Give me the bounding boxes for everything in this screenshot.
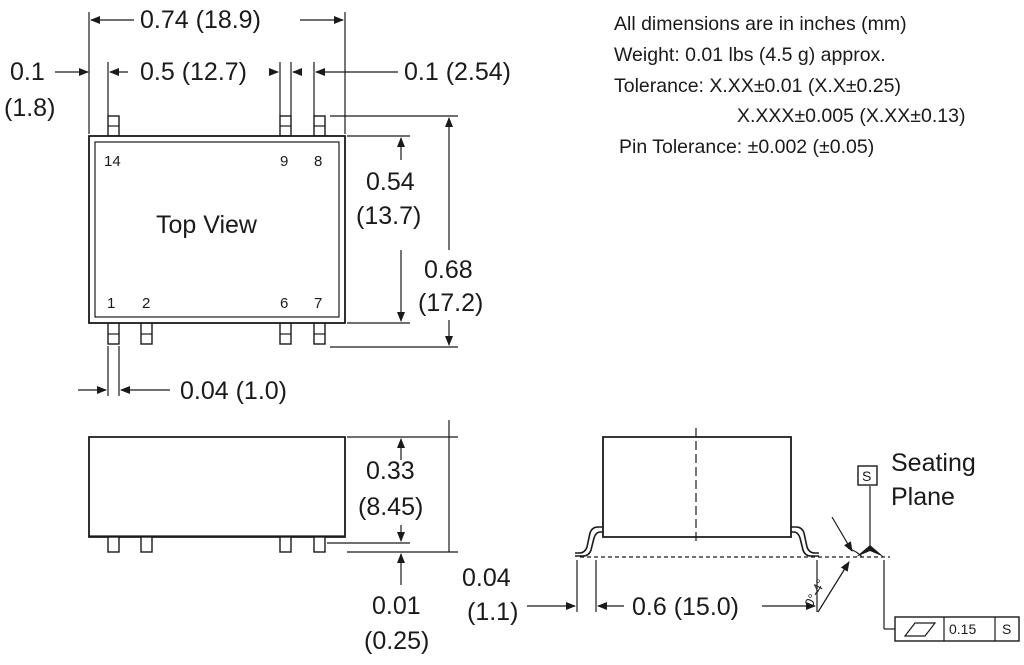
end-view: 0.04 (1.1) 0.6 (15.0) S Seating Plane 0°… bbox=[462, 428, 1020, 642]
pin-label-8: 8 bbox=[314, 153, 322, 170]
dim-package-height: 0.33 bbox=[366, 457, 415, 485]
seating-plane-marker bbox=[856, 545, 884, 557]
dim-standoff: 0.01 bbox=[372, 592, 421, 620]
pin-2-lead bbox=[140, 321, 153, 345]
dim-body-height: 0.54 bbox=[366, 168, 415, 196]
fcf-datum: S bbox=[1002, 621, 1011, 637]
lead-left bbox=[575, 526, 603, 554]
pin-label-9: 9 bbox=[280, 153, 288, 170]
note-tolerance-2: X.XXX±0.005 (X.XX±0.13) bbox=[737, 105, 965, 127]
top-view: Top View 14 9 8 1 2 6 7 0.74 (18.9) 0.1 … bbox=[4, 6, 511, 405]
notes-block: All dimensions are in inches (mm) Weight… bbox=[614, 13, 965, 158]
pin-7-lead bbox=[313, 321, 326, 345]
package-body-top bbox=[88, 135, 346, 324]
side-lead-6 bbox=[279, 536, 292, 553]
feature-control-frame bbox=[894, 616, 1020, 642]
pin-1-lead bbox=[107, 321, 120, 345]
datum-box bbox=[857, 465, 878, 486]
package-body-end bbox=[602, 436, 792, 538]
dim-lead-length: 0.04 bbox=[462, 564, 511, 592]
dim-total-height-mm: (17.2) bbox=[418, 289, 483, 317]
dim-left-offset: 0.1 bbox=[10, 58, 45, 86]
dim-standoff-mm: (0.25) bbox=[364, 627, 429, 655]
dim-left-offset-mm: (1.8) bbox=[4, 94, 55, 122]
fcf-tolerance: 0.15 bbox=[949, 621, 976, 637]
dim-package-height-mm: (8.45) bbox=[358, 493, 423, 521]
note-tolerance: Tolerance: X.XX±0.01 (X.X±0.25) bbox=[614, 75, 901, 97]
flatness-icon bbox=[903, 622, 937, 637]
pin-6-lead bbox=[279, 321, 292, 345]
note-pin-tolerance: Pin Tolerance: ±0.002 (±0.05) bbox=[619, 136, 874, 158]
side-lead-1 bbox=[107, 536, 120, 553]
dim-lead-span: 0.6 (15.0) bbox=[632, 593, 739, 621]
side-lead-2 bbox=[140, 536, 153, 553]
dim-pin-span: 0.5 (12.7) bbox=[140, 58, 247, 86]
dim-lead-angle: 0°-4° bbox=[801, 577, 828, 610]
pin-label-7: 7 bbox=[314, 295, 322, 312]
seating-plane-label: Seating bbox=[891, 449, 976, 477]
top-view-title: Top View bbox=[156, 211, 258, 239]
pin-label-2: 2 bbox=[142, 295, 150, 312]
package-body-side bbox=[88, 436, 346, 538]
pin-label-14: 14 bbox=[104, 153, 121, 170]
note-weight: Weight: 0.01 lbs (4.5 g) approx. bbox=[614, 44, 886, 66]
note-units: All dimensions are in inches (mm) bbox=[614, 13, 907, 35]
dim-total-height: 0.68 bbox=[424, 256, 473, 284]
dim-pin-width: 0.04 (1.0) bbox=[180, 377, 287, 405]
datum-label: S bbox=[862, 468, 871, 484]
dim-lead-length-mm: (1.1) bbox=[467, 598, 518, 626]
pin-label-6: 6 bbox=[280, 295, 288, 312]
dim-body-height-mm: (13.7) bbox=[356, 202, 421, 230]
side-lead-7 bbox=[313, 536, 326, 553]
dim-overall-width: 0.74 (18.9) bbox=[140, 6, 261, 34]
seating-plane-label-2: Plane bbox=[891, 483, 955, 511]
dim-pin-pitch: 0.1 (2.54) bbox=[404, 58, 511, 86]
pin-label-1: 1 bbox=[107, 295, 115, 312]
side-view: 0.33 (8.45) 0.01 (0.25) bbox=[88, 420, 458, 655]
lead-right bbox=[791, 526, 819, 554]
